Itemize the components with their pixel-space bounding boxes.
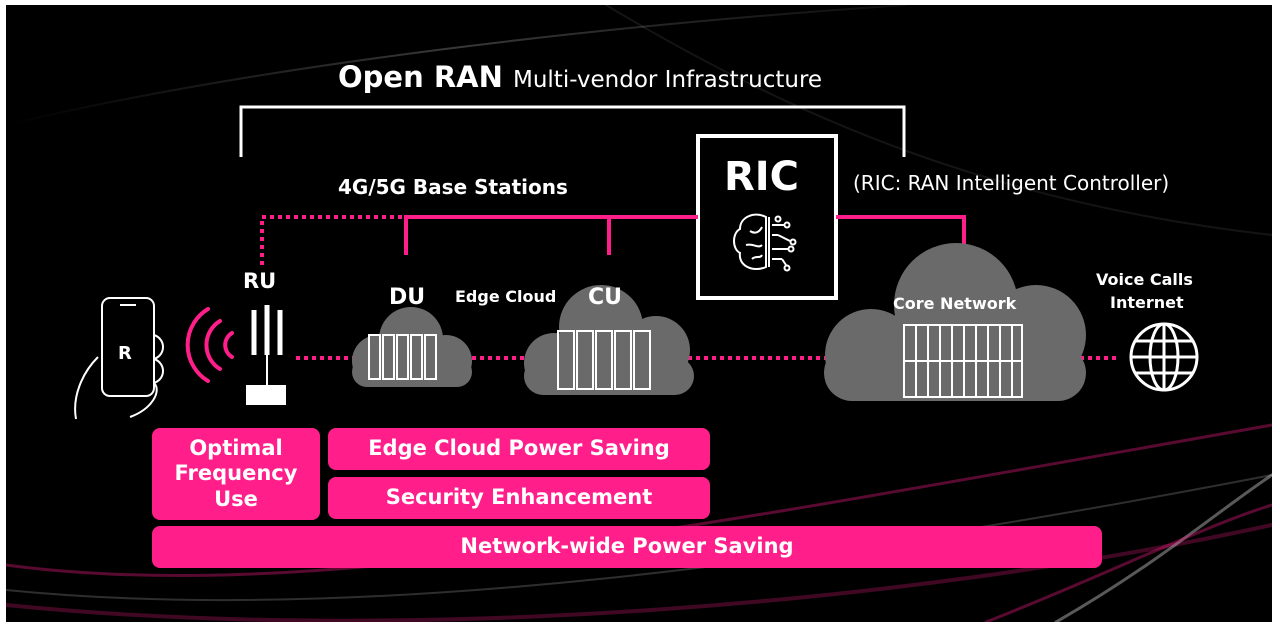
- base-stations-label: 4G/5G Base Stations: [338, 175, 568, 199]
- core-server-rack-icon: [903, 324, 1023, 398]
- du-label: DU: [389, 285, 426, 310]
- core-network-label: Core Network: [893, 294, 1017, 313]
- cu-label: CU: [588, 285, 623, 310]
- ric-connectors: [404, 215, 966, 295]
- cu-cloud: [524, 285, 694, 395]
- cu-server-rack-icon: [557, 330, 651, 390]
- ru-label: RU: [243, 269, 277, 293]
- diagram-canvas: Open RAN Multi-vendor Infrastructure RIC…: [6, 5, 1272, 622]
- title-bold: Open RAN: [338, 60, 503, 94]
- optimal-frequency-pill: Optimal Frequency Use: [152, 428, 320, 520]
- radio-waves-icon: [185, 307, 234, 383]
- smartphone-icon: [74, 297, 164, 420]
- infrastructure-bracket: [239, 105, 906, 157]
- diagram-title: Open RAN Multi-vendor Infrastructure: [338, 63, 822, 92]
- du-server-rack-icon: [368, 334, 437, 380]
- title-rest: Multi-vendor Infrastructure: [512, 67, 823, 93]
- network-power-saving-pill: Network-wide Power Saving: [152, 526, 1102, 568]
- brain-icon: [733, 213, 797, 272]
- globe-icon: [1129, 322, 1199, 392]
- edge-power-saving-pill: Edge Cloud Power Saving: [328, 428, 710, 470]
- core-network-cloud: [824, 243, 1086, 401]
- diagram-graphics: [6, 5, 1272, 622]
- ric-label: RIC: [724, 154, 800, 200]
- phone-logo: R: [118, 343, 132, 364]
- internet-label: Internet: [1110, 293, 1184, 312]
- security-enhancement-pill: Security Enhancement: [328, 477, 710, 519]
- edge-cloud-label: Edge Cloud: [455, 287, 557, 306]
- ric-note: (RIC: RAN Intelligent Controller): [853, 171, 1170, 195]
- voice-calls-label: Voice Calls: [1096, 270, 1193, 289]
- ru-antenna-icon: [246, 305, 286, 405]
